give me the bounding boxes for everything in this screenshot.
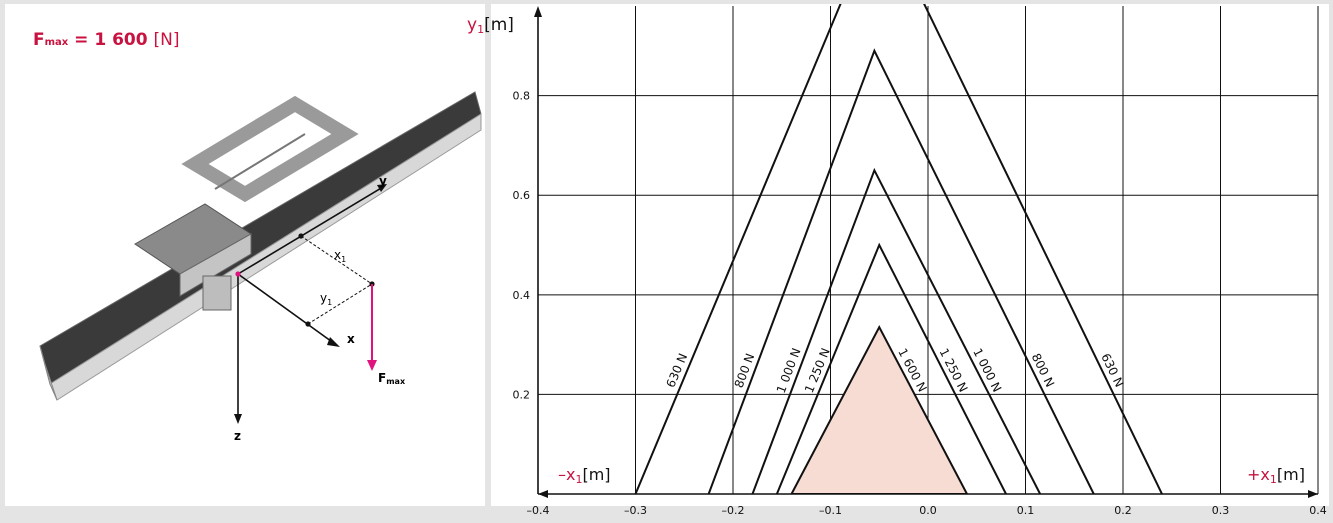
series-line-1 (707, 48, 1095, 494)
x-tick-label: 0.3 (1212, 504, 1230, 517)
y1-dimension-line (307, 283, 373, 325)
axis-z-label: z (234, 429, 241, 443)
x-tick-label: –0.3 (624, 504, 647, 517)
y-axis-arrow (377, 184, 387, 192)
fmax-value: = 1 600 (74, 30, 148, 50)
y-axis-line (237, 186, 384, 275)
axis-y-label: y (379, 174, 387, 188)
series-line-2 (751, 167, 1042, 494)
x-axis-arrow-right (1308, 490, 1318, 498)
axis-x-label: x (347, 332, 355, 346)
x-pos-label: +x1[m] (1247, 465, 1305, 486)
origin-point (235, 271, 241, 277)
y-axis-label: y1[m] (467, 15, 514, 36)
x-axis-arrow-left (538, 490, 548, 498)
series-line-4 (790, 325, 969, 494)
x-tick-label: –0.4 (527, 504, 550, 517)
x-tick-label: 0.4 (1309, 504, 1327, 517)
y-tick-label: 0.8 (513, 90, 531, 103)
x-tick-label: 0.2 (1114, 504, 1132, 517)
series-line-3 (775, 242, 1007, 494)
y-tick-label: 0.6 (513, 189, 531, 202)
x1-point (298, 233, 304, 239)
series-label-left: 800 N (732, 351, 758, 389)
left-panel: Fmax = 1 600 [N] y x z x1 y1 (5, 4, 485, 506)
x-tick-label: 0.0 (919, 504, 937, 517)
series-line-0 (634, 4, 1163, 494)
y-tick-label: 0.4 (513, 289, 531, 302)
x-axis-line (237, 273, 336, 345)
dim-x1-label: x1 (334, 248, 346, 264)
fmax-unit: [N] (153, 30, 180, 50)
x-tick-label: –0.2 (722, 504, 745, 517)
y-axis-arrow (534, 6, 542, 17)
y1-point (305, 321, 311, 327)
series-label-right: 1 250 N (937, 346, 971, 394)
x-axis-arrow (327, 337, 340, 347)
fmax-title: Fmax = 1 600 [N] (33, 30, 179, 50)
fmax-subscript: max (44, 37, 69, 48)
y-tick-label: 0.2 (513, 388, 531, 401)
x-tick-label: –0.1 (819, 504, 842, 517)
force-arrow-head (367, 360, 377, 371)
dim-y1-label: y1 (320, 291, 332, 307)
x-tick-label: 0.1 (1017, 504, 1035, 517)
safe-zone-fill (791, 327, 967, 494)
z-axis-arrow (234, 414, 242, 424)
force-label: Fmax (378, 371, 406, 386)
linear-module-diagram: y x z x1 y1 Fmax (39, 91, 482, 443)
x-neg-label: –x1[m] (558, 465, 611, 486)
fmax-letter: F (33, 30, 45, 50)
series-label-right: 1 000 N (970, 346, 1004, 394)
x1-dimension-line (300, 235, 373, 285)
